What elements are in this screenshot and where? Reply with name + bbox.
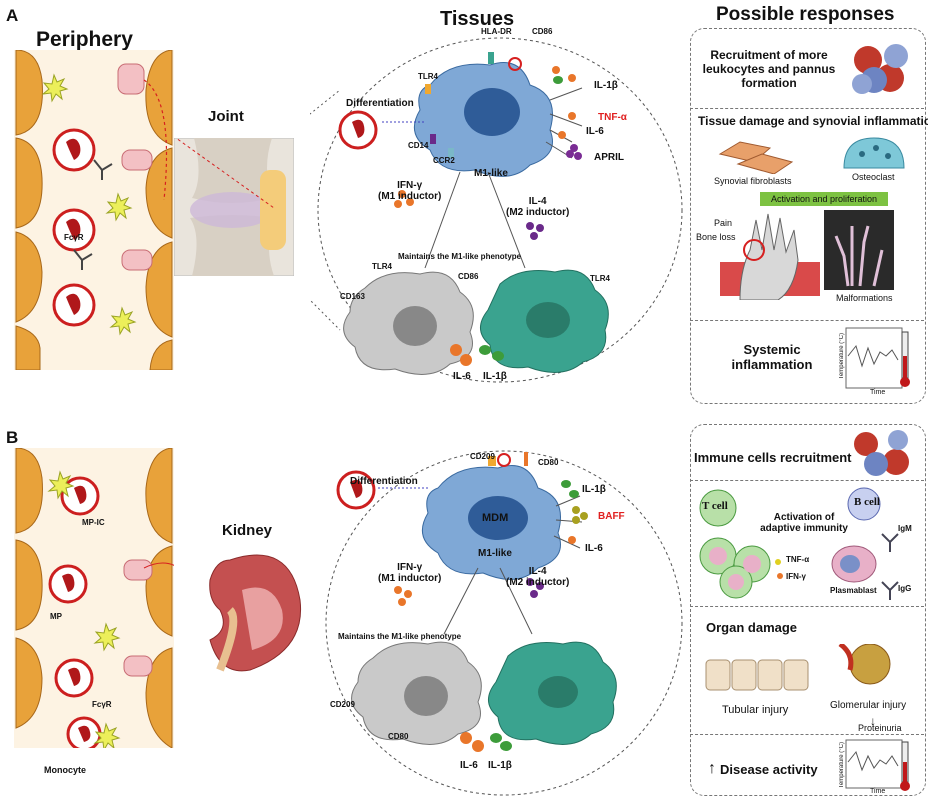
- mp-label: MP: [50, 612, 62, 621]
- mdm-label: MDM: [482, 512, 509, 524]
- fibroblast-osteoclast-icon: [718, 137, 905, 174]
- immune-cells-icon: [854, 430, 909, 476]
- receptor-cd209-b: CD209: [470, 452, 495, 461]
- mpic-label: MP-IC: [82, 518, 105, 527]
- malformations-label: Malformations: [836, 293, 893, 303]
- receptor-cd86: CD86: [532, 27, 553, 36]
- fcyr-label-a: FcγR: [64, 233, 84, 242]
- monocyte-group: [52, 128, 96, 327]
- pain-label: Pain: [714, 218, 733, 228]
- response-damage-a: Tissue damage and synovial inflammation: [698, 114, 928, 128]
- activation-bar: Activation and proliferation: [760, 192, 888, 206]
- response-recruitment-b: Immune cells recruitment: [694, 450, 852, 465]
- lower-cd86-a: CD86: [458, 272, 479, 281]
- joint-illustration: [174, 138, 294, 276]
- blood-vessel-a: [14, 50, 174, 370]
- receptor-ccr2: CCR2: [433, 156, 455, 165]
- cytokine-il1b-a: IL-1β: [594, 80, 618, 91]
- receptor-hla-dr: HLA-DR: [481, 27, 512, 36]
- time-axis-label-a: Time: [870, 389, 886, 396]
- response-systemic-a: Systemic inflammation: [731, 342, 813, 372]
- maintains-label-b: Maintains the M1-like phenotype: [338, 632, 462, 641]
- differentiation-label-b: Differentiation: [350, 476, 418, 487]
- divider-a1: [690, 108, 924, 109]
- joint-label: Joint: [208, 108, 244, 125]
- time-axis-label-b: Time: [870, 788, 886, 795]
- temperature-chart-a: [845, 327, 910, 389]
- m1-like-label-b: M1-like: [478, 548, 512, 559]
- receptor-cd14: CD14: [408, 141, 429, 150]
- cytokine-april: APRIL: [594, 152, 624, 163]
- lower-il1b-a: IL-1β: [483, 371, 507, 382]
- tissue-zoom-b: [325, 450, 683, 796]
- b-cell-label: B cell: [854, 496, 880, 508]
- responses-box-b: [690, 424, 926, 796]
- disease-activity-label: Disease activity: [720, 762, 818, 777]
- cytokine-baff: BAFF: [598, 511, 625, 522]
- cytokine-il1b-b: IL-1β: [582, 484, 606, 495]
- kidney-illustration: [209, 554, 302, 672]
- divider-b2: [690, 606, 924, 607]
- responses-title: Possible responses: [716, 4, 895, 25]
- glomerular-label: Glomerular injury: [830, 700, 907, 711]
- ifn-label-b: IFN-γ: [786, 572, 806, 581]
- lower-tlr4-m2-a: TLR4: [590, 274, 610, 283]
- il4-inductor-a: IL-4(M2 inductor): [506, 196, 570, 218]
- receptor-cd80-b: CD80: [538, 458, 559, 467]
- receptor-tlr4: TLR4: [418, 72, 438, 81]
- temperature-chart-b: [845, 739, 910, 791]
- blood-vessel-b: [14, 448, 174, 748]
- lower-tlr4-a: TLR4: [372, 262, 392, 271]
- fcyr-label-b: FcγR: [92, 700, 112, 709]
- lower-il6-b: IL-6: [460, 760, 478, 771]
- periphery-title: Periphery: [36, 28, 133, 51]
- lower-cd80-b: CD80: [388, 732, 409, 741]
- differentiation-label-a: Differentiation: [346, 98, 414, 109]
- tissues-title: Tissues: [440, 8, 515, 30]
- panel-letter-b: B: [6, 428, 19, 447]
- monocyte-label: Monocyte: [44, 765, 87, 775]
- igg-label: IgG: [898, 584, 912, 593]
- bone-loss-label: Bone loss: [696, 232, 736, 242]
- synovial-fibroblasts-label: Synovial fibroblasts: [714, 176, 792, 186]
- proteinuria-label: Proteinuria: [858, 723, 902, 733]
- lower-il6-a: IL-6: [453, 371, 471, 382]
- kidney-label: Kidney: [222, 522, 273, 539]
- up-arrow-icon: ↑: [708, 760, 716, 777]
- leukocytes-icon: [852, 44, 908, 94]
- proteinuria-arrow-icon: ↓: [870, 714, 876, 728]
- ifn-inductor-b: IFN-γ(M1 inductor): [378, 562, 442, 584]
- maintains-label-a: Maintains the M1-like phenotype: [398, 252, 522, 261]
- response-recruitment-a: Recruitment of more leukocytes and pannu…: [702, 48, 836, 90]
- lower-il1b-b: IL-1β: [488, 760, 512, 771]
- adaptive-label: Activation of adaptive immunity: [760, 512, 848, 534]
- tnf-label-b: TNF-α: [786, 555, 810, 564]
- responses-box-a: [690, 28, 926, 404]
- t-cell-label: T cell: [702, 500, 728, 512]
- tubular-label: Tubular injury: [722, 704, 789, 716]
- igm-label: IgM: [898, 524, 912, 533]
- divider-a2: [690, 320, 924, 321]
- adaptive-immunity-illustration: [699, 487, 899, 600]
- temp-axis-label-a: Temperature (°C): [839, 333, 845, 380]
- ifn-inductor-a: IFN-γ(M1 inductor): [378, 180, 442, 202]
- cytokine-tnfa-a: TNF-α: [598, 112, 627, 123]
- hand-illustration: [720, 210, 894, 300]
- temp-axis-label-b: Temperature (°C): [839, 742, 845, 789]
- organ-damage-illustration: [705, 644, 891, 691]
- divider-b3: [690, 734, 924, 735]
- cytokine-il6-a: IL-6: [586, 126, 604, 137]
- il4-inductor-b: IL-4(M2 inductor): [506, 566, 570, 588]
- lower-cd163-a: CD163: [340, 292, 365, 301]
- tissue-zoom-a: [310, 37, 683, 383]
- m1-like-label-a: M1-like: [474, 168, 508, 179]
- cytokine-il6-b: IL-6: [585, 543, 603, 554]
- lower-cd209-b: CD209: [330, 700, 355, 709]
- osteoclast-label: Osteoclast: [852, 172, 895, 182]
- organ-damage-label: Organ damage: [706, 620, 798, 635]
- plasmablast-label: Plasmablast: [830, 586, 877, 595]
- panel-letter-a: A: [6, 6, 19, 25]
- divider-b1: [690, 480, 924, 481]
